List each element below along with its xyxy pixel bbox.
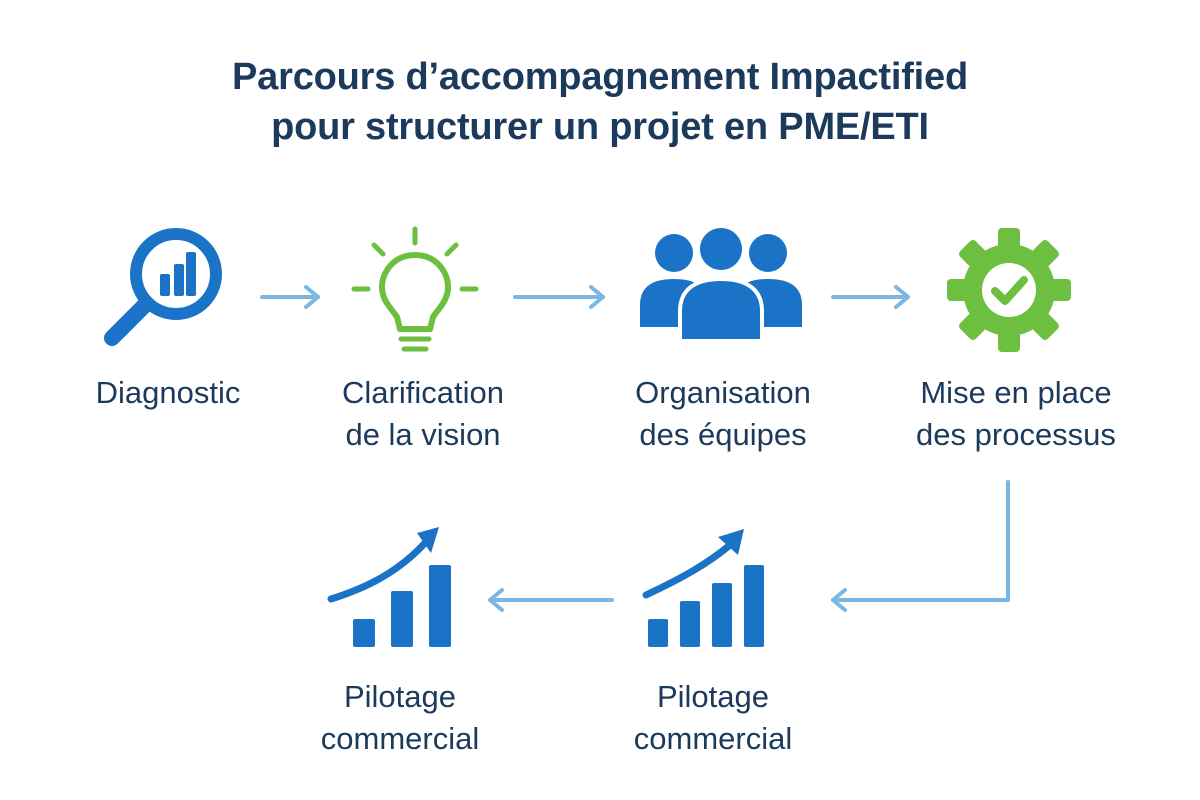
arrow-diagnostic-to-clarification <box>260 285 320 309</box>
step-label-organisation: Organisation des équipes <box>635 375 811 452</box>
growth-chart-icon <box>327 527 451 647</box>
step-label-pilotage-right: Pilotage commercial <box>633 679 793 756</box>
arrow-clarification-to-organisation <box>513 285 605 309</box>
step-label-diagnostic: Diagnostic <box>95 375 241 410</box>
lightbulb-icon <box>351 226 479 352</box>
title-line-2: pour structurer un projet en PME/ETI <box>271 106 929 148</box>
arrow-organisation-to-processus <box>831 285 910 309</box>
title-line-1: Parcours d’accompagnement Impactified <box>232 56 968 98</box>
growth-chart-icon <box>642 529 764 647</box>
step-label-clarification: Clarification de la vision <box>342 375 504 452</box>
team-icon <box>640 224 802 343</box>
arrow-processus-to-pilotage-right <box>831 480 1010 612</box>
page-title: Parcours d’accompagnement Impactified po… <box>0 52 1200 152</box>
arrow-pilotage-right-to-pilotage-left <box>488 588 614 612</box>
gear-check-icon <box>947 228 1071 352</box>
step-label-processus: Mise en place des processus <box>916 375 1116 452</box>
magnifier-chart-icon <box>104 228 222 346</box>
step-label-pilotage-left: Pilotage commercial <box>320 679 480 756</box>
